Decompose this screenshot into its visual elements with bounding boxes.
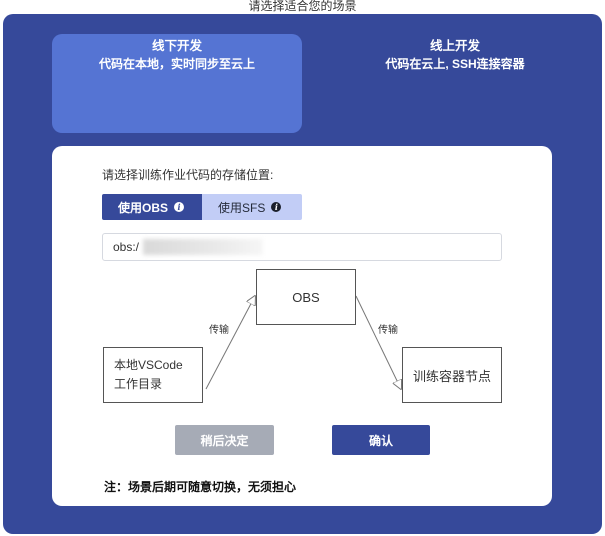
mode-online-desc: 代码在云上, SSH连接容器 <box>385 57 525 71</box>
switch-note: 注：场景后期可随意切换，无须担心 <box>104 480 297 494</box>
obs-path-input[interactable]: obs:/ <box>102 233 502 261</box>
local-vscode-node: 本地VSCode 工作目录 <box>103 347 203 403</box>
tab-use-obs-label: 使用OBS <box>118 200 169 215</box>
obs-path-prefix: obs:/ <box>113 240 140 254</box>
tab-use-obs[interactable]: 使用OBS i <box>102 194 202 220</box>
decide-later-button[interactable]: 稍后决定 <box>175 425 274 455</box>
edge-label-right: 传输 <box>378 325 398 336</box>
info-icon[interactable]: i <box>174 202 185 212</box>
mode-online-title: 线上开发 <box>429 39 480 53</box>
arrow-obs-to-container <box>355 295 401 389</box>
mode-online-dev[interactable]: 线上开发 代码在云上, SSH连接容器 <box>330 34 580 133</box>
mode-offline-desc: 代码在本地，实时同步至云上 <box>98 57 255 71</box>
storage-tabs: 使用OBS i 使用SFS i <box>102 194 302 220</box>
training-container-node: 训练容器节点 <box>402 347 502 403</box>
tab-use-sfs[interactable]: 使用SFS i <box>202 194 302 220</box>
page-title: 请选择适合您的场景 <box>248 0 357 13</box>
storage-config-card: 请选择训练作业代码的存储位置: 使用OBS i 使用SFS i obs:/ <box>52 146 552 506</box>
scene-select-panel: 线下开发 代码在本地，实时同步至云上 线上开发 代码在云上, SSH连接容器 请… <box>3 14 602 534</box>
mode-offline-dev[interactable]: 线下开发 代码在本地，实时同步至云上 <box>52 34 302 133</box>
edge-label-left: 传输 <box>209 325 229 336</box>
obs-node: OBS <box>256 269 356 325</box>
info-icon[interactable]: i <box>271 202 282 212</box>
sync-flow-diagram: OBS 本地VSCode 工作目录 训练容器节点 传输 传输 <box>52 261 552 411</box>
storage-prompt: 请选择训练作业代码的存储位置: <box>102 168 274 182</box>
local-node-line2: 工作目录 <box>114 377 163 391</box>
tab-use-sfs-label: 使用SFS <box>218 200 266 215</box>
diagram-arrows <box>205 261 552 411</box>
redacted-path <box>143 239 264 255</box>
mode-offline-title: 线下开发 <box>151 39 202 53</box>
arrow-local-to-obs <box>205 296 255 390</box>
confirm-button[interactable]: 确认 <box>332 425 430 455</box>
local-node-line1: 本地VSCode <box>114 358 183 372</box>
